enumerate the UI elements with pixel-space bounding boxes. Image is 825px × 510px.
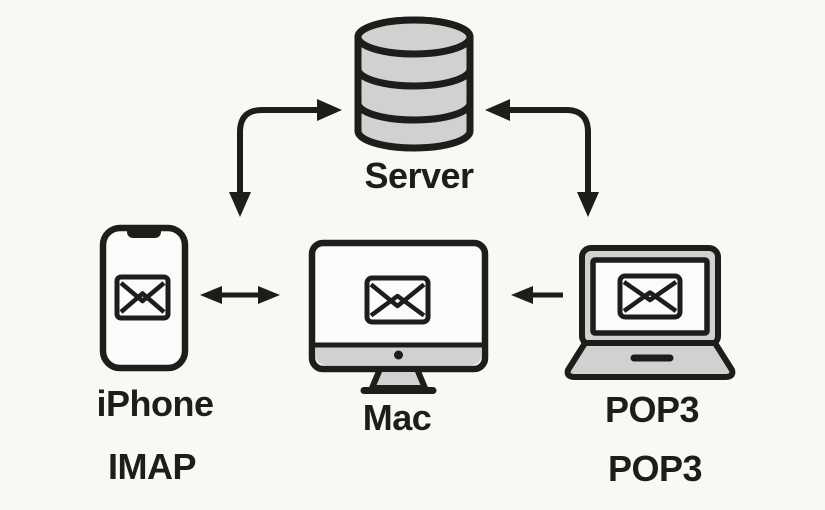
server-laptop-arrow	[485, 99, 599, 217]
iphone-server-arrow	[229, 99, 342, 217]
desktop-email-icon	[308, 239, 489, 394]
database-cylinder-icon	[354, 16, 474, 152]
server-label: Server	[364, 155, 474, 196]
imap-protocol-label: IMAP	[108, 446, 197, 487]
pop3-protocol-label: POP3	[607, 448, 703, 489]
iphone-label: iPhone	[96, 383, 214, 424]
envelope-icon	[617, 273, 683, 320]
pop3-device-label: POP3	[604, 389, 700, 430]
iphone-mac-arrow	[200, 286, 280, 304]
smartphone-email-icon	[99, 224, 189, 372]
envelope-icon	[114, 274, 171, 321]
laptop-email-icon	[564, 245, 736, 380]
mac-label: Mac	[362, 397, 432, 438]
envelope-icon	[364, 275, 431, 325]
laptop-mac-arrow	[511, 286, 563, 304]
